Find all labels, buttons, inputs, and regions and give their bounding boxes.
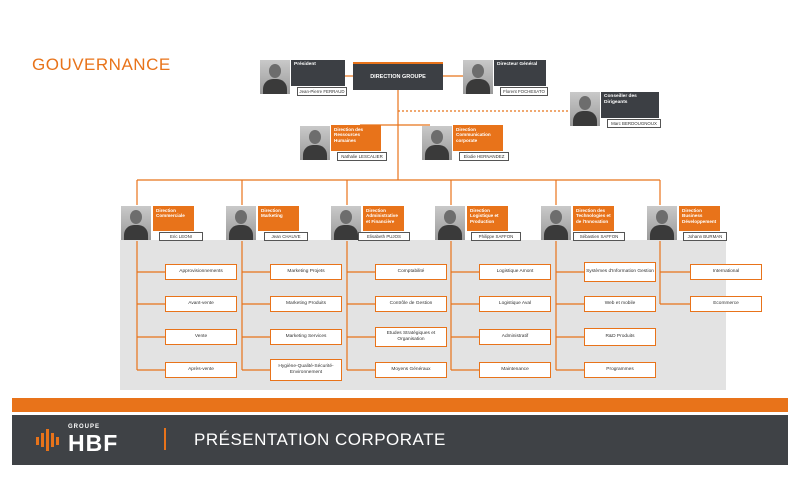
dept-photo [226, 206, 256, 240]
dcc-name: Elodie HERNANDEZ [459, 152, 509, 161]
unit-box: Après-vente [165, 362, 237, 378]
dept-name: Elisabeth PUJOS [358, 232, 410, 241]
unit-box: Etudes Stratégiques et Organisation [375, 327, 447, 347]
footer-accent-bar [12, 398, 788, 412]
unit-box: Ecommerce [690, 296, 762, 312]
unit-box: Maintenance [479, 362, 551, 378]
dept-photo [435, 206, 465, 240]
drh-name: Nathalie LESCALIER [337, 152, 387, 161]
unit-box: Vente [165, 329, 237, 345]
dept-name: Jean CHAUVE [264, 232, 308, 241]
unit-box: Administratif [479, 329, 551, 345]
unit-box: R&D Produits [584, 328, 656, 346]
president-name: Jean-Pierre FERRAUD [297, 87, 347, 96]
conseiller-photo [570, 92, 600, 126]
unit-box: International [690, 264, 762, 280]
unit-box: Marketing Services [270, 329, 342, 345]
dept-photo [331, 206, 361, 240]
conseiller-role: Conseiller des Dirigeants [601, 92, 659, 118]
dept-role: Direction Marketing [258, 206, 299, 231]
president-role: Président [291, 60, 345, 86]
page-title: GOUVERNANCE [32, 55, 171, 74]
unit-box: Logistique Aval [479, 296, 551, 312]
dept-name: Sébastien SAFFON [573, 232, 625, 241]
hbf-logo-icon [36, 429, 59, 451]
footer-separator [164, 428, 166, 450]
unit-box: Comptabilité [375, 264, 447, 280]
dept-role: Direction Logistique et Production [467, 206, 508, 231]
dg-name: Florent FOCHESATO [500, 87, 548, 96]
dcc-photo [422, 126, 452, 160]
dept-photo [541, 206, 571, 240]
drh-photo [300, 126, 330, 160]
unit-box: Programmes [584, 362, 656, 378]
dept-name: Eric LEONI [159, 232, 203, 241]
unit-box: Marketing Projets [270, 264, 342, 280]
dept-photo [121, 206, 151, 240]
unit-box: Logistique Amont [479, 264, 551, 280]
unit-box: Web et mobile [584, 296, 656, 312]
unit-box: Moyens Généraux [375, 362, 447, 378]
dept-role: Direction Commerciale [153, 206, 194, 231]
footer-bar [12, 415, 788, 465]
president-photo [260, 60, 290, 94]
logo-brand-text: HBF [68, 430, 119, 456]
conseiller-name: Marc BERDOUGNOUX [607, 119, 661, 128]
unit-box: Contrôle de Gestion [375, 296, 447, 312]
dg-role: Directeur Général [494, 60, 546, 86]
unit-box: Marketing Produits [270, 296, 342, 312]
unit-box: Hygiène-Qualité-Sécurité-Environnement [270, 359, 342, 381]
unit-box: Systèmes d'Information Gestion [584, 262, 656, 282]
direction-groupe-box: DIRECTION GROUPE [353, 62, 443, 90]
dept-role: Direction Business Développement [679, 206, 720, 231]
dg-photo [463, 60, 493, 94]
drh-role: Direction des Ressources Humaines [331, 125, 381, 151]
dept-role: Direction Administrative et Financière [363, 206, 404, 231]
dept-name: Johann BURMAN [683, 232, 727, 241]
unit-box: Approvisionnements [165, 264, 237, 280]
presentation-title: PRÉSENTATION CORPORATE [194, 430, 446, 449]
dept-photo [647, 206, 677, 240]
unit-box: Avant-vente [165, 296, 237, 312]
dept-role: Direction des Technologies et de l'Innov… [573, 206, 614, 231]
dept-name: Philippe SAFFON [471, 232, 521, 241]
dcc-role: Direction Communication corporate [453, 125, 503, 151]
logo-groupe-text: GROUPE [68, 424, 101, 430]
